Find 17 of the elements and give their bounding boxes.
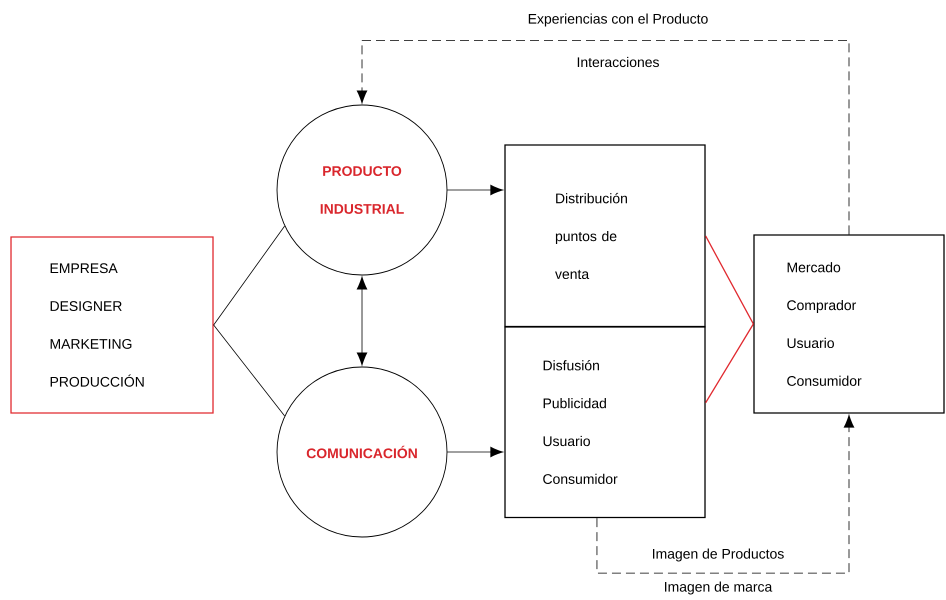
text-box: EMPRESA DESIGNER MARKETING PRODUCCIÓN (10, 236, 214, 414)
dashed-arrow (596, 414, 854, 574)
connector-line (705, 236, 754, 324)
text-box: Mercado Comprador Usuario Consumidor (753, 234, 945, 414)
text-box: Distribución puntos de venta (504, 144, 706, 328)
connector-line (213, 226, 285, 326)
edge-label: Experiencias con el Producto (526, 12, 710, 28)
arrow (356, 276, 368, 366)
edge-label: Imagen de Productos (650, 548, 786, 562)
dashed-arrow (356, 40, 850, 235)
connector-line (213, 324, 285, 416)
flow-label: Imagen de marca (665, 582, 772, 594)
text-box: Disfusión Publicidad Usuario Consumidor (504, 326, 706, 518)
flow-label: Interacciones (578, 56, 659, 68)
connector-line (705, 324, 754, 404)
arrow (447, 446, 504, 458)
arrow (447, 184, 504, 196)
